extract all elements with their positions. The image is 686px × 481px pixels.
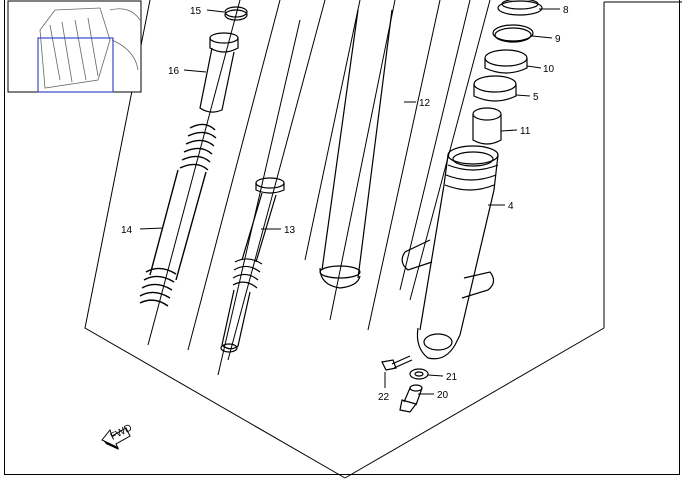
- part-15-snap-ring: [224, 6, 248, 21]
- leader-lines: [139, 8, 560, 395]
- callout-14: 14: [121, 225, 133, 236]
- part-14-spring: [139, 123, 217, 307]
- callout-20: 20: [437, 390, 449, 401]
- part-22-axle-bolt: [381, 355, 413, 371]
- perspective-panel: [84, 0, 682, 479]
- callout-22: 22: [378, 392, 390, 403]
- part-5-retainer: [473, 75, 517, 102]
- callout-8: 8: [563, 5, 569, 16]
- part-10-oil-seal: [484, 49, 528, 74]
- part-12-inner-tube: [319, 9, 393, 289]
- callout-4: 4: [508, 201, 514, 212]
- part-8-dust-seal: [497, 0, 543, 16]
- diagram-frame: [4, 0, 680, 475]
- callout-15: 15: [190, 6, 202, 17]
- part-16-spacer: [199, 32, 239, 113]
- callout-12: 12: [419, 98, 431, 109]
- callout-9: 9: [555, 34, 561, 45]
- part-21-gasket: [409, 368, 429, 380]
- part-13-damper-rod: [220, 177, 285, 353]
- fwd-arrow-icon: FWD: [101, 422, 134, 450]
- locator-thumbnail: [7, 0, 142, 93]
- callout-13: 13: [284, 225, 296, 236]
- callout-5: 5: [533, 92, 539, 103]
- callout-11: 11: [520, 126, 531, 137]
- part-20-bolt: [399, 384, 423, 413]
- callout-10: 10: [543, 64, 555, 75]
- guide-lines: [147, 0, 491, 376]
- part-9-stopper-ring: [492, 24, 534, 43]
- callout-labels: 15 16 14 13 12 8 9 10 5 11 4 21 22 20: [121, 5, 569, 403]
- part-11-bushing: [472, 107, 502, 145]
- callout-16: 16: [168, 66, 180, 77]
- part-4-outer-tube: [401, 145, 499, 360]
- callout-21: 21: [446, 372, 458, 383]
